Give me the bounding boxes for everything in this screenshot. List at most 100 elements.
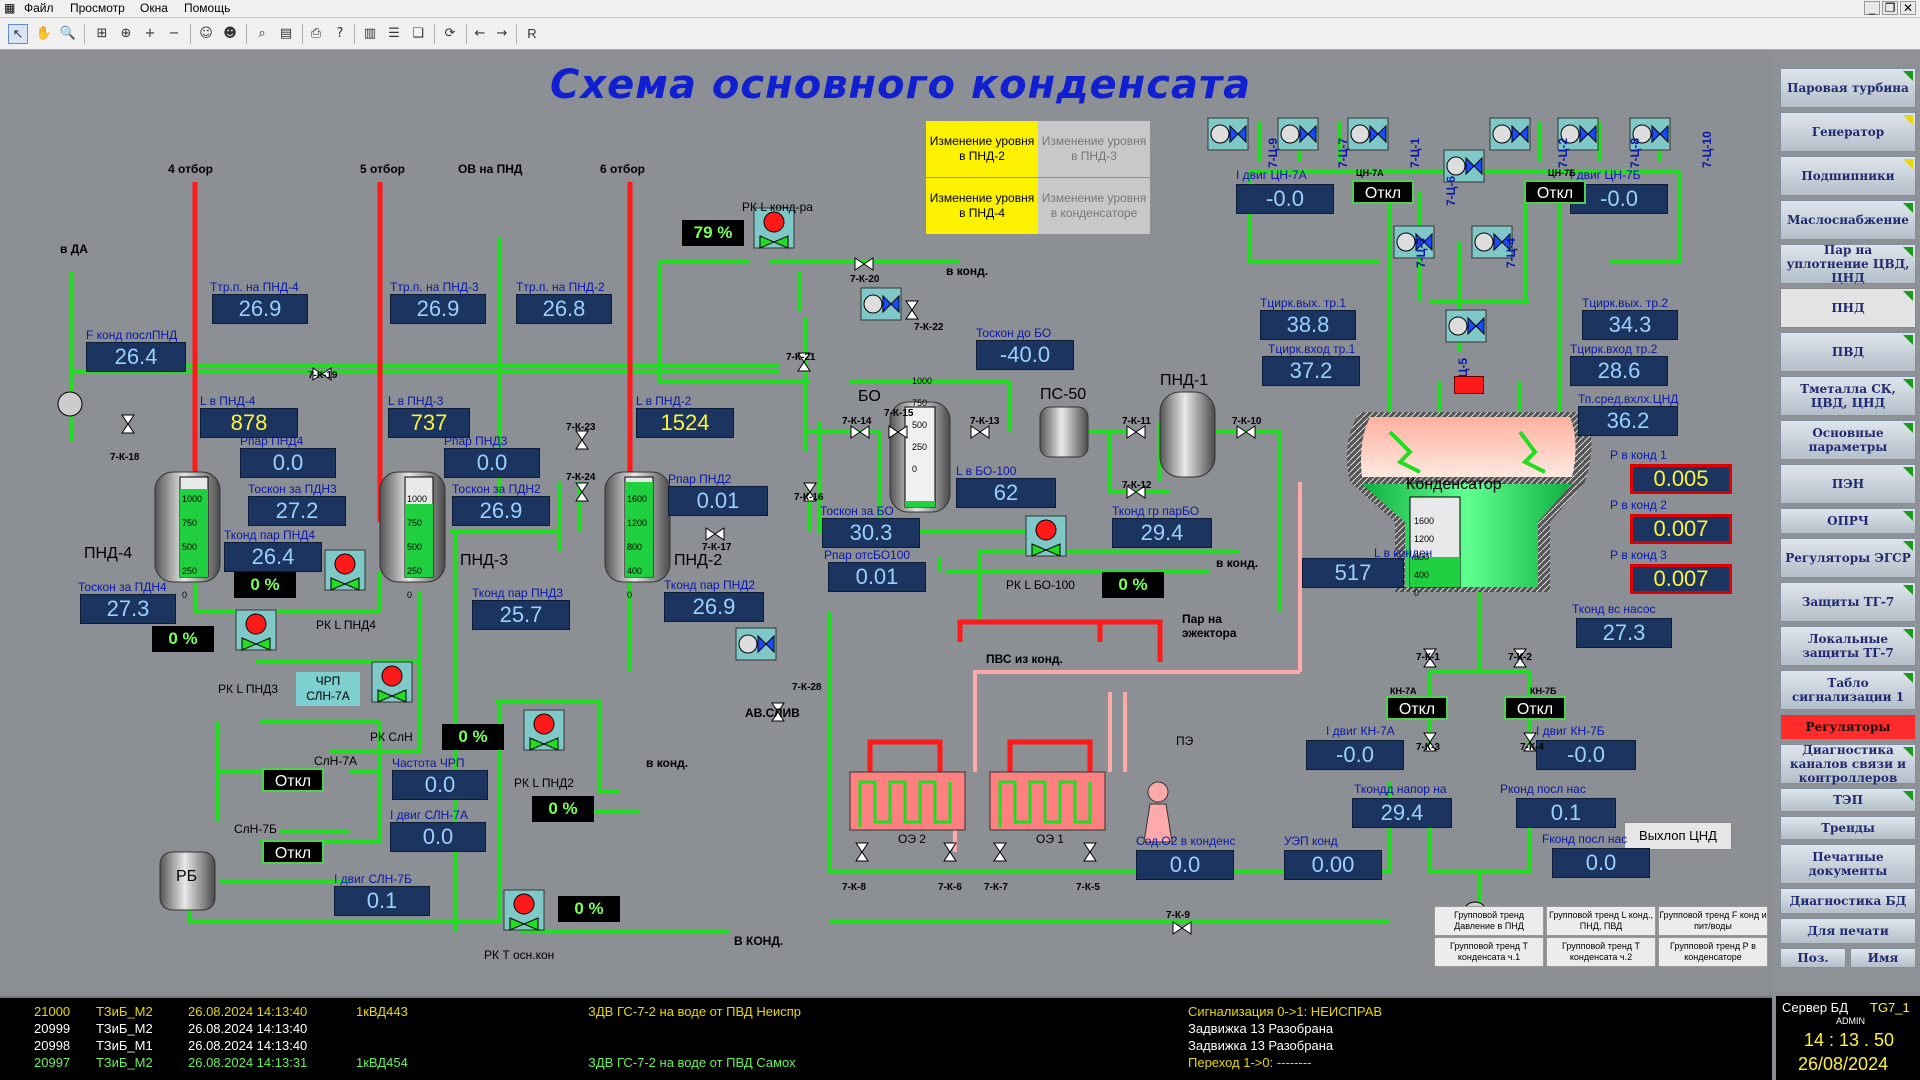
measurement-value[interactable]: 0.0 (392, 770, 488, 800)
valve-icon[interactable] (1126, 485, 1146, 499)
valve-icon[interactable] (771, 702, 785, 722)
close-icon[interactable]: ✕ (1900, 1, 1916, 15)
measurement-value[interactable]: 26.4 (86, 342, 186, 372)
group-trend-button[interactable]: Групповой тренд Давление в ПНД (1434, 906, 1544, 936)
measurement-value[interactable]: 0.0 (240, 448, 336, 478)
nav-button-10[interactable]: ОПРЧ (1780, 508, 1916, 534)
zoom-out-icon[interactable]: − (168, 26, 180, 41)
valve-icon[interactable] (905, 300, 919, 320)
menu-file[interactable]: Файл (24, 1, 54, 15)
valve-icon[interactable] (993, 842, 1007, 862)
group-trend-button[interactable]: Групповой тренд Т конденсата ч.1 (1434, 937, 1544, 967)
change-level-condenser-button[interactable]: Изменение уровня в конденсаторе (1038, 178, 1150, 234)
measurement-value[interactable]: 26.9 (212, 294, 308, 324)
measurement-value[interactable]: 0.0 (444, 448, 540, 478)
cn7b-state[interactable]: Откл (1524, 180, 1586, 204)
gauge-icon[interactable] (1632, 124, 1652, 144)
measurement-value[interactable]: 737 (388, 408, 470, 438)
group-trend-button[interactable]: Групповой тренд L конд., ПНД, ПВД (1546, 906, 1656, 936)
measurement-value[interactable]: 0.007 (1630, 564, 1732, 594)
measurement-value[interactable]: 26.9 (390, 294, 486, 324)
r-button[interactable]: R (527, 26, 537, 41)
measurement-value[interactable]: -0.0 (1306, 740, 1404, 770)
sln7b-state[interactable]: Откл (262, 840, 324, 864)
valve-icon[interactable] (803, 482, 817, 502)
valve-icon[interactable] (1523, 732, 1537, 752)
group-trend-button[interactable]: Групповой тренд Т конденсата ч.2 (1546, 937, 1656, 967)
measurement-value[interactable]: -0.0 (1536, 740, 1636, 770)
print-icon[interactable]: ⎙ (310, 26, 322, 41)
motor-valve-icon[interactable] (1415, 232, 1433, 252)
group-trend-button[interactable]: Групповой тренд F конд и пит/воды (1658, 906, 1768, 936)
layout-icon[interactable]: ▥ (363, 26, 377, 41)
nav-button-2[interactable]: Подшипники (1780, 156, 1916, 196)
nav-button-19[interactable]: Печатные документы (1780, 844, 1916, 884)
nav-button-17[interactable]: ТЭП (1780, 788, 1916, 812)
nav-button-12[interactable]: Защиты ТГ-7 (1780, 582, 1916, 622)
nav-button-3[interactable]: Маслоснабжение (1780, 200, 1916, 240)
measurement-value[interactable]: 27.3 (80, 594, 176, 624)
measurement-value[interactable]: 0.01 (828, 562, 926, 592)
measurement-value[interactable]: 878 (200, 408, 298, 438)
valve-icon[interactable] (797, 352, 811, 372)
hand-tool-icon[interactable]: ✋ (35, 26, 53, 41)
motor-valve-icon[interactable] (1465, 156, 1483, 176)
measurement-value[interactable]: 26.9 (664, 592, 764, 622)
binoculars-icon[interactable]: ⌕ (258, 26, 266, 41)
menu-view[interactable]: Просмотр (70, 1, 125, 15)
help-icon[interactable]: ? (336, 26, 344, 41)
nav-button-15[interactable]: Регуляторы (1780, 714, 1916, 740)
nav-button-4[interactable]: Пар на уплотнение ЦВД, ЦНД (1780, 243, 1916, 285)
motor-valve-icon[interactable] (757, 634, 775, 654)
exhaust-cnd-button[interactable]: Выхлоп ЦНД (1624, 822, 1732, 850)
nav-button-0[interactable]: Паровая турбина (1780, 68, 1916, 108)
motor-valve-icon[interactable] (1467, 316, 1485, 336)
motor-valve-icon[interactable] (1511, 124, 1529, 144)
gauge-icon[interactable] (1210, 124, 1230, 144)
zoom-in-icon[interactable]: + (144, 26, 156, 41)
motor-valve-icon[interactable] (882, 294, 900, 314)
regulator-icon[interactable] (245, 613, 267, 635)
valve-icon[interactable] (121, 414, 135, 434)
users-icon[interactable]: ☺ (199, 26, 213, 41)
kn7a-state[interactable]: Откл (1386, 696, 1448, 720)
measurement-value[interactable]: 0.007 (1630, 514, 1732, 544)
measurement-value[interactable]: 29.4 (1352, 798, 1452, 828)
gauge-icon[interactable] (1280, 124, 1300, 144)
valve-icon[interactable] (312, 367, 332, 381)
valve-icon[interactable] (1083, 842, 1097, 862)
app-icon[interactable]: ▦ (4, 1, 16, 15)
gauge-icon[interactable] (863, 294, 883, 314)
regulator-icon[interactable] (381, 665, 403, 687)
measurement-value[interactable]: 62 (956, 478, 1056, 508)
gauge-icon[interactable] (1560, 124, 1580, 144)
minimize-icon[interactable]: _ (1864, 1, 1880, 15)
motor-valve-icon[interactable] (1369, 124, 1387, 144)
valve-icon[interactable] (943, 842, 957, 862)
nav-button-14[interactable]: Табло сигнализации 1 (1780, 670, 1916, 710)
nav-button-20[interactable]: Диагностика БД (1780, 888, 1916, 914)
measurement-value[interactable]: 37.2 (1262, 356, 1360, 386)
valve-icon[interactable] (970, 425, 990, 439)
valve-icon[interactable] (850, 425, 870, 439)
regulator-icon[interactable] (513, 893, 535, 915)
motor-valve-icon[interactable] (1229, 124, 1247, 144)
forward-arrow-icon[interactable]: → (496, 26, 508, 41)
fit-icon[interactable]: ⊞ (96, 26, 108, 41)
nav-button-7[interactable]: Тметалла СК, ЦВД, ЦНД (1780, 376, 1916, 416)
group-trend-button[interactable]: Групповой тренд Р в конденсаторе (1658, 937, 1768, 967)
gauge-icon[interactable] (1446, 156, 1466, 176)
measurement-value[interactable]: 25.7 (472, 600, 570, 630)
change-level-pnd2-button[interactable]: Изменение уровня в ПНД-2 (926, 121, 1038, 177)
change-level-pnd4-button[interactable]: Изменение уровня в ПНД-4 (926, 178, 1038, 234)
gauge-icon[interactable] (1474, 232, 1494, 252)
valve-icon[interactable] (1423, 732, 1437, 752)
valve-icon[interactable] (575, 482, 589, 502)
gauge-icon[interactable] (738, 634, 758, 654)
measurement-value[interactable]: 0.0 (390, 822, 486, 852)
measurement-value[interactable]: 0.01 (668, 486, 768, 516)
measurement-value[interactable]: 26.9 (452, 496, 550, 526)
gauge-icon[interactable] (1492, 124, 1512, 144)
nav-button-22[interactable]: Поз. (1780, 948, 1846, 968)
measurement-value[interactable]: 1524 (636, 408, 734, 438)
